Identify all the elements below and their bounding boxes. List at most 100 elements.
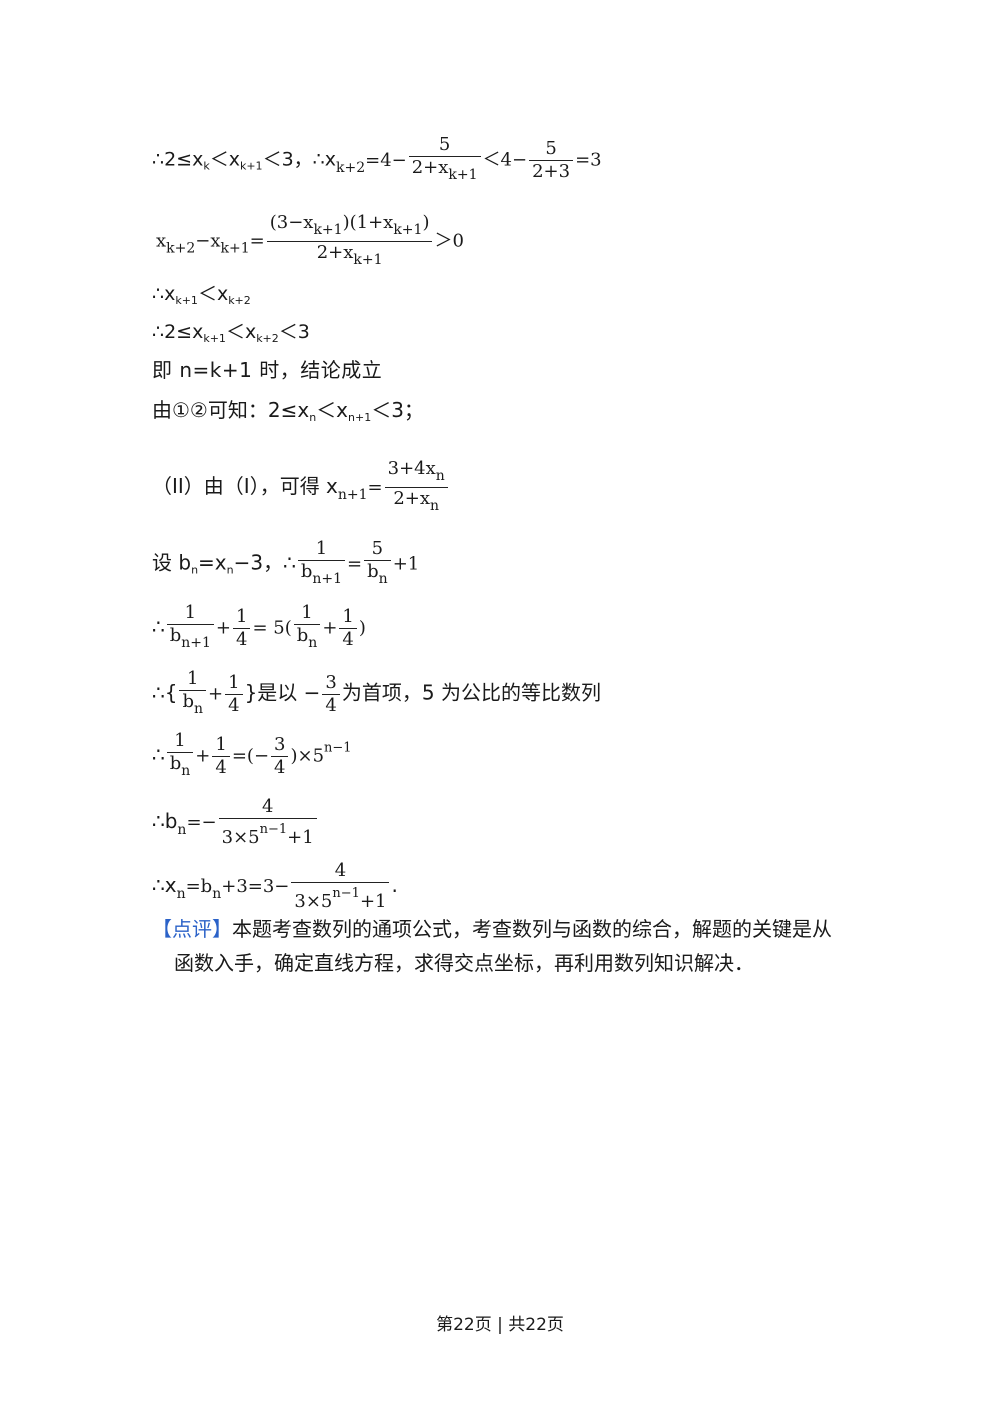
subscript: k — [203, 159, 210, 173]
text: b — [367, 561, 379, 582]
text: 2+x — [316, 242, 354, 263]
subscript: n — [435, 468, 445, 484]
math: k+2=4− — [336, 150, 407, 176]
text: ＞0 — [434, 230, 464, 252]
text: ∴ — [152, 742, 165, 767]
text: 2+x — [393, 488, 431, 509]
subscript: n — [226, 563, 234, 577]
subscript: n — [191, 563, 199, 577]
text: 3×5 — [294, 891, 333, 912]
text: 3+4x — [387, 458, 436, 479]
subscript: k+2 — [228, 294, 251, 307]
text: ＜3，∴x — [262, 148, 336, 171]
remark-block: 【点评】本题考查数列的通项公式，考查数列与函数的综合，解题的关键是从 函数入手，… — [152, 912, 862, 980]
text: ＜x — [209, 148, 240, 171]
text: 即 n=k+1 时，结论成立 — [152, 358, 383, 382]
text: ＜4− — [482, 149, 528, 171]
remark-text: 函数入手，确定直线方程，求得交点坐标，再利用数列知识解决． — [174, 951, 754, 975]
numerator: 4 — [291, 860, 390, 883]
text: =− — [186, 812, 217, 833]
subscript: k+2 — [256, 332, 279, 345]
text: = — [347, 553, 363, 575]
proof-line-3: ∴xk+1＜xk+2 — [152, 282, 251, 313]
subscript: n+1 — [312, 571, 343, 587]
text: b — [169, 753, 182, 774]
text: )×5 — [290, 745, 325, 767]
numerator: 1 — [166, 602, 214, 625]
text: ∴ — [152, 614, 165, 639]
text: b — [300, 561, 313, 582]
numerator: 4 — [218, 796, 317, 819]
text: b — [169, 625, 182, 646]
proof-line-2: xk+2−xk+1=(3−xk+1)(1+xk+1)2+xk+1＞0 — [156, 212, 464, 271]
denominator: 2+xn — [385, 488, 448, 517]
text: ∴x — [152, 873, 177, 897]
subscript: k+1 — [353, 252, 383, 268]
denominator: 4 — [236, 628, 248, 650]
proof-line-5: 即 n=k+1 时，结论成立 — [152, 358, 382, 382]
numerator: 1 — [339, 606, 357, 629]
page-footer: 第22页 | 共22页 — [436, 1315, 564, 1335]
text: + — [322, 617, 338, 639]
text: ＜x — [316, 398, 349, 422]
text: +3=3− — [221, 876, 290, 897]
text: 设 b — [152, 550, 192, 575]
subscript: n+1 — [181, 635, 211, 651]
text: ) — [422, 212, 430, 233]
text: 为首项，5 为公比的等比数列 — [341, 680, 601, 705]
denominator: 2+3 — [532, 160, 571, 182]
numerator: 3 — [271, 734, 289, 757]
denominator: bn — [294, 625, 321, 654]
text: x — [156, 230, 167, 252]
text: 3×5 — [221, 827, 260, 848]
text: ∴x — [152, 283, 176, 305]
subscript: k+1 — [175, 294, 198, 307]
subscript: n+1 — [337, 487, 368, 503]
numerator: 5 — [529, 138, 574, 161]
numerator: 5 — [364, 538, 391, 561]
text: 由①②可知：2≤x — [152, 398, 310, 422]
text: ∴b — [152, 809, 178, 833]
numerator: 3+4xn — [384, 458, 448, 488]
superscript: n−1 — [259, 822, 288, 837]
numerator: 1 — [225, 672, 243, 695]
subscript: n — [177, 822, 187, 838]
subscript: n — [309, 411, 317, 424]
text: + — [195, 745, 211, 767]
subscript: k+1 — [393, 222, 423, 238]
denominator: bn+1 — [298, 561, 345, 590]
denominator: bn — [364, 561, 391, 590]
remark-label: 【点评】 — [152, 917, 232, 941]
numerator: 1 — [293, 602, 321, 625]
denominator: bn+1 — [167, 625, 214, 654]
subscript: n+1 — [348, 411, 372, 424]
subscript: n — [308, 635, 318, 651]
text: = — [249, 230, 265, 252]
denominator: bn — [167, 753, 194, 782]
subscript: n — [181, 763, 191, 779]
subscript: n — [176, 886, 186, 902]
numerator: 1 — [212, 734, 230, 757]
text: ＜3 — [278, 321, 310, 343]
text: (3−x — [269, 212, 314, 233]
